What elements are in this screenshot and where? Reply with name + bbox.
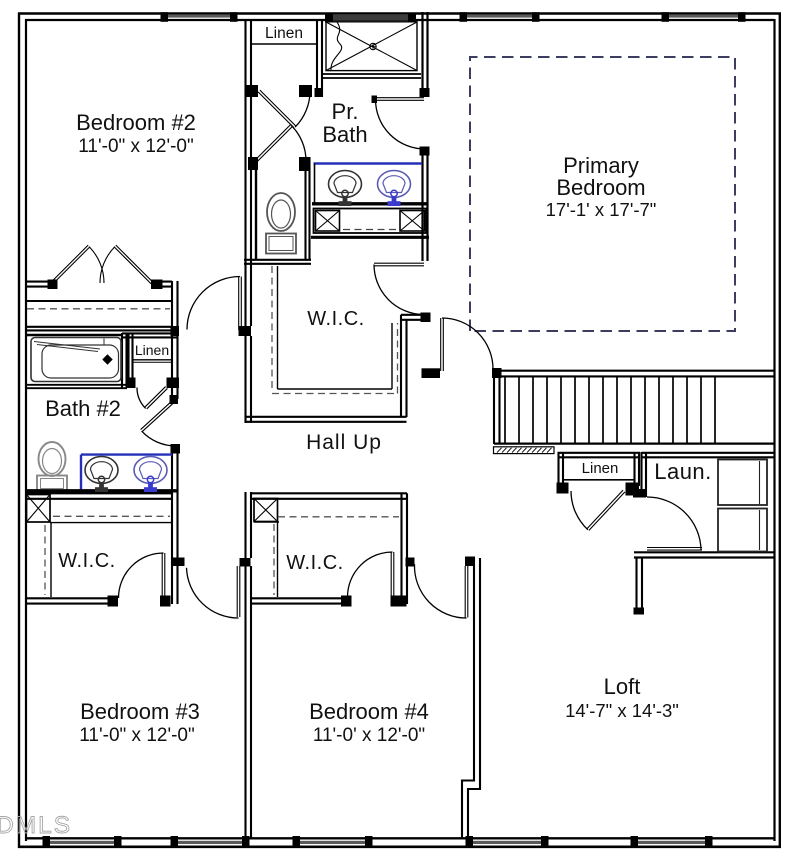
svg-text:Bath: Bath bbox=[322, 122, 367, 147]
svg-text:Bedroom: Bedroom bbox=[556, 175, 645, 200]
svg-text:W.I.C.: W.I.C. bbox=[286, 552, 343, 574]
svg-text:W.I.C.: W.I.C. bbox=[58, 550, 115, 572]
svg-text:Bath #2: Bath #2 bbox=[45, 396, 121, 421]
svg-text:14'-7" x 14'-3": 14'-7" x 14'-3" bbox=[565, 700, 679, 721]
svg-text:Hall Up: Hall Up bbox=[306, 431, 382, 454]
svg-text:Linen: Linen bbox=[265, 25, 303, 42]
svg-text:17'-1' x 17'-7": 17'-1' x 17'-7" bbox=[546, 199, 657, 220]
svg-text:DMLS: DMLS bbox=[0, 812, 72, 839]
svg-text:Bedroom #4: Bedroom #4 bbox=[309, 699, 429, 724]
svg-text:W.I.C.: W.I.C. bbox=[307, 308, 364, 330]
svg-text:Pr.: Pr. bbox=[332, 99, 359, 124]
svg-text:Bedroom #2: Bedroom #2 bbox=[76, 110, 196, 135]
svg-text:Loft: Loft bbox=[604, 674, 641, 699]
svg-text:11'-0' x 12'-0": 11'-0' x 12'-0" bbox=[313, 725, 425, 746]
svg-text:11'-0" x 12'-0": 11'-0" x 12'-0" bbox=[78, 136, 193, 157]
svg-text:Linen: Linen bbox=[135, 342, 169, 358]
svg-text:Bedroom #3: Bedroom #3 bbox=[80, 699, 200, 724]
svg-text:Linen: Linen bbox=[582, 460, 619, 477]
svg-text:Laun.: Laun. bbox=[654, 459, 712, 484]
svg-text:Primary: Primary bbox=[563, 153, 639, 178]
svg-text:11'-0" x 12'-0": 11'-0" x 12'-0" bbox=[79, 725, 194, 746]
